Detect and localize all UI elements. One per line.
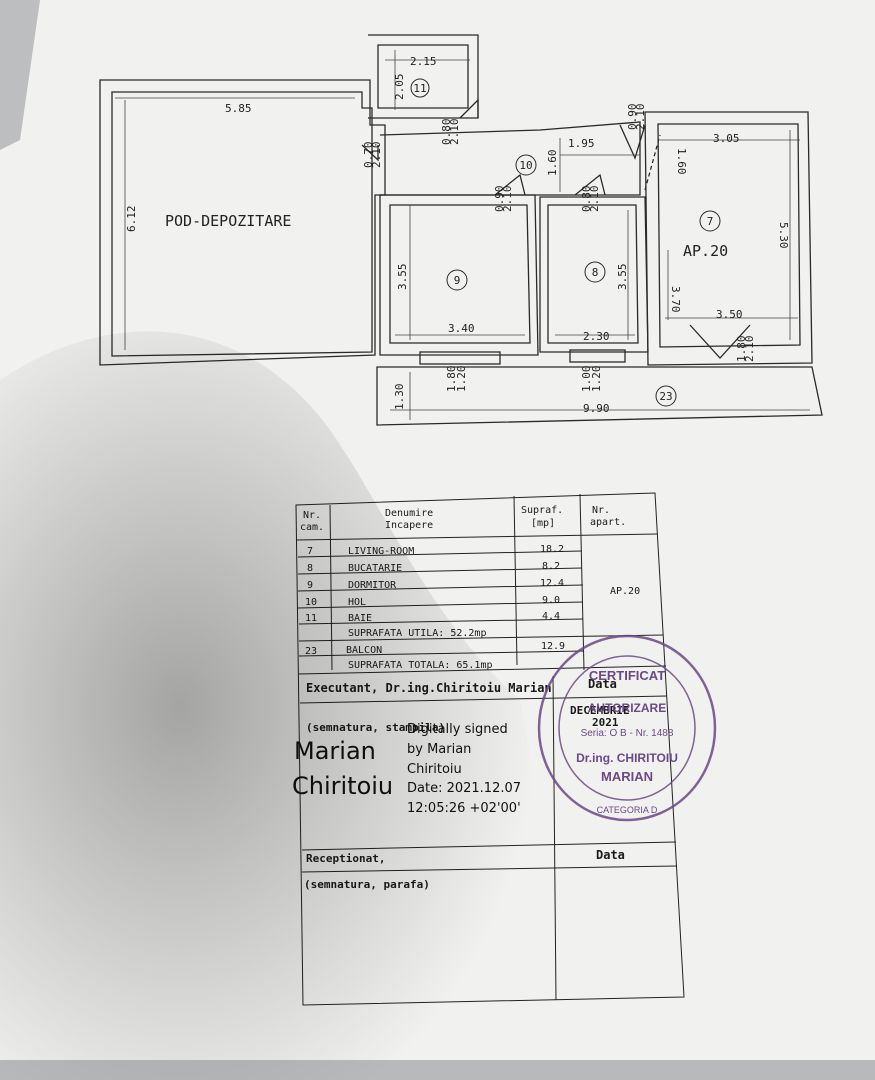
hall-wall xyxy=(379,121,641,196)
door-dim: 0.90 xyxy=(626,104,639,131)
stamp-line4: Dr.ing. CHIRITOIU xyxy=(576,751,678,765)
row-name: BAIE xyxy=(348,613,373,624)
room-number-11: 11 xyxy=(413,82,426,95)
stamp-line6: CATEGORIA D xyxy=(597,805,658,815)
door-dim: 0.70 xyxy=(362,142,375,169)
room-number-8: 8 xyxy=(592,266,599,279)
signature-name-line1: Marian xyxy=(294,737,376,765)
dim-bath-width: 2.15 xyxy=(410,55,437,68)
dim-living-side: 1.60 xyxy=(675,148,688,175)
balcony-name: BALCON xyxy=(346,645,383,656)
door-dim: 2.10 xyxy=(743,336,756,363)
received-label: Receptionat, xyxy=(306,852,386,865)
header-apart: apart. xyxy=(590,517,627,528)
row-nr: 10 xyxy=(305,597,318,608)
door-dim: 0.80 xyxy=(580,186,593,213)
apartment-label: AP.20 xyxy=(683,242,728,260)
dim-hall-height: 1.60 xyxy=(546,150,559,177)
row-name: DORMITOR xyxy=(348,580,397,591)
stamp-line1: CERTIFICAT xyxy=(589,668,665,683)
dim-hall-width: 1.95 xyxy=(568,137,595,150)
balcony-nr: 23 xyxy=(305,646,318,657)
dim-living-width-bottom: 3.50 xyxy=(716,308,743,321)
total-area: SUPRAFATA TOTALA: 65.1mp xyxy=(348,660,493,671)
room-number-10: 10 xyxy=(519,159,532,172)
signature-parafa-label: (semnatura, parafa) xyxy=(304,878,430,891)
dim-living-width-top: 3.05 xyxy=(713,132,740,145)
room-number-23: 23 xyxy=(659,390,672,403)
door-dim: 2.10 xyxy=(588,186,601,213)
dim-bedroom-height: 3.55 xyxy=(396,264,409,291)
apartment-number: AP.20 xyxy=(610,586,641,597)
dim-living-height-left: 3.70 xyxy=(669,286,682,313)
door-dim: 2.10 xyxy=(370,142,383,169)
dim-storage-width: 5.85 xyxy=(225,102,252,115)
digital-signature-line4: Date: 2021.12.07 xyxy=(407,781,522,796)
dim-bath-height: 2.05 xyxy=(393,74,406,101)
row-area: 9.0 xyxy=(542,595,561,606)
row-name: BUCATARIE xyxy=(348,563,403,574)
header-denumire: Denumire xyxy=(385,508,434,519)
row-nr: 8 xyxy=(307,563,314,574)
row-area: 4.4 xyxy=(542,611,561,622)
living-wall xyxy=(644,111,813,366)
executant-label: Executant, Dr.ing.Chiritoiu Marian xyxy=(306,681,552,695)
usable-area-total: SUPRAFATA UTILA: 52.2mp xyxy=(348,628,487,639)
header-cam: cam. xyxy=(300,522,325,533)
row-name: HOL xyxy=(348,597,367,608)
dim-living-height-right: 5.30 xyxy=(777,222,790,249)
row-area: 12.4 xyxy=(540,578,565,589)
dim-kitchen-height: 3.55 xyxy=(616,264,629,291)
date-label-2: Data xyxy=(596,848,625,862)
header-incapere: Incapere xyxy=(385,520,434,531)
row-nr: 9 xyxy=(307,580,314,591)
row-area: 8.2 xyxy=(542,561,561,572)
door-dim: 2.10 xyxy=(501,186,514,213)
storage-label: POD-DEPOZITARE xyxy=(165,212,291,230)
door-dim: 1.80 xyxy=(735,336,748,363)
room-number-7: 7 xyxy=(707,215,714,228)
door-dim: 0.90 xyxy=(493,186,506,213)
row-area: 18.2 xyxy=(540,544,565,555)
row-name: LIVING-ROOM xyxy=(348,546,415,557)
digital-signature-line5: 12:05:26 +02'00' xyxy=(407,801,521,816)
stamp-line2: AUTORIZARE xyxy=(588,701,666,715)
header-supraf: Supraf. xyxy=(521,505,564,516)
stamp-line3: Seria: O B - Nr. 1488 xyxy=(581,728,674,739)
stamp-line5: MARIAN xyxy=(601,769,653,784)
row-nr: 11 xyxy=(305,613,318,624)
authorization-stamp: CERTIFICAT AUTORIZARE Seria: O B - Nr. 1… xyxy=(537,634,717,822)
signature-name-line2: Chiritoiu xyxy=(292,772,394,800)
header-nr: Nr. xyxy=(303,510,322,521)
door-dim: 2.10 xyxy=(634,104,647,131)
header-apart-nr: Nr. xyxy=(592,505,611,516)
digital-signature-line2: by Marian xyxy=(407,742,472,757)
bath-wall xyxy=(368,34,479,119)
door-dim: 0.80 xyxy=(440,119,453,146)
digital-signature-line3: Chiritoiu xyxy=(407,762,462,777)
door-dim: 2.10 xyxy=(448,119,461,146)
header-mp: [mp] xyxy=(531,518,556,529)
row-nr: 7 xyxy=(307,546,314,557)
room-number-9: 9 xyxy=(454,274,461,287)
digital-signature-line1: Digitally signed xyxy=(407,722,508,737)
dim-storage-height: 6.12 xyxy=(125,206,138,233)
